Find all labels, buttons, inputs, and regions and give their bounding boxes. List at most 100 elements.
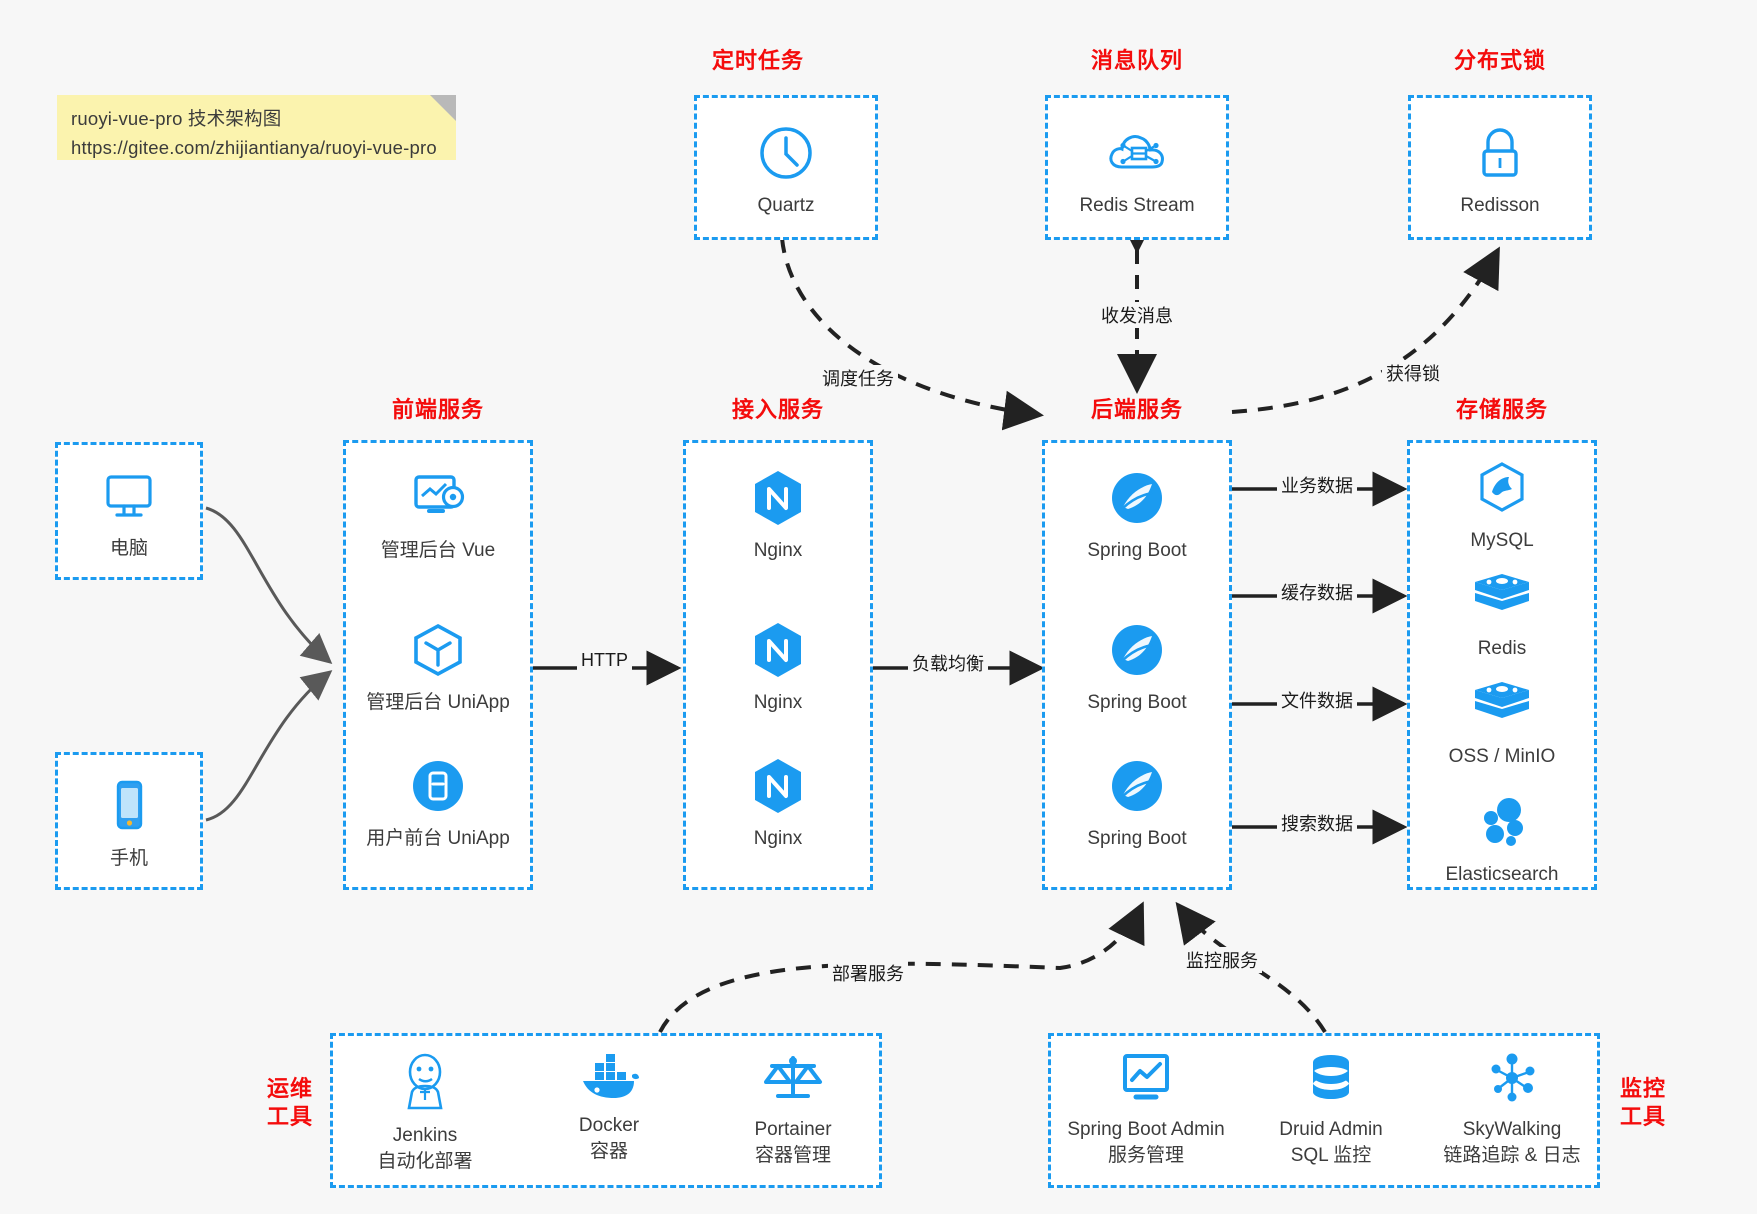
group-box-message-queue: Redis Stream (1045, 95, 1229, 240)
desktop-icon (58, 465, 200, 527)
node-label: 管理后台 Vue (380, 540, 496, 561)
nginx-icon (686, 755, 870, 817)
node-label: Nginx (753, 828, 803, 849)
group-box-backend: Spring Boot Spring Boot Spring Boot (1042, 440, 1232, 890)
node-desc: 服务管理 (1107, 1144, 1184, 1166)
node-label: 电脑 (109, 538, 148, 559)
spring-boot-icon (1045, 755, 1229, 817)
node-docker[interactable]: Docker 容器 (517, 1050, 701, 1164)
elasticsearch-icon (1410, 791, 1594, 853)
node-label: 手机 (109, 848, 148, 869)
edge-label-monitor-service: 监控服务 (1182, 947, 1262, 973)
database-icon (1241, 1050, 1421, 1111)
node-admin-uniapp[interactable]: 管理后台 UniApp (346, 619, 530, 715)
node-jenkins[interactable]: Jenkins 自动化部署 (333, 1050, 517, 1174)
node-elasticsearch[interactable]: Elasticsearch (1410, 791, 1594, 887)
node-nginx-1[interactable]: Nginx (686, 467, 870, 563)
cube-icon (346, 619, 530, 681)
group-box-storage: MySQL Redis (1407, 440, 1597, 890)
group-box-client-mobile: 手机 (55, 752, 203, 890)
node-desc: SQL 监控 (1290, 1144, 1372, 1166)
devops-caption-line1: 运维 (266, 1076, 313, 1101)
node-label: Quartz (757, 195, 815, 216)
note-fold-corner (430, 95, 456, 121)
node-skywalking[interactable]: SkyWalking 链路追踪 & 日志 (1421, 1050, 1603, 1168)
group-caption-backend: 后端服务 (1090, 397, 1183, 422)
node-druid-admin[interactable]: Druid Admin SQL 监控 (1241, 1050, 1421, 1168)
node-redis-stream[interactable]: Redis Stream (1048, 122, 1226, 218)
node-label: Nginx (753, 540, 803, 561)
node-desc: 容器 (589, 1140, 628, 1162)
node-desc: 容器管理 (754, 1144, 831, 1166)
node-name: SkyWalking (1462, 1119, 1562, 1140)
clock-icon (697, 122, 875, 184)
skywalking-icon (1421, 1050, 1603, 1111)
node-name: Docker (578, 1115, 640, 1136)
node-desc: 链路追踪 & 日志 (1443, 1144, 1581, 1166)
redis-icon (1410, 565, 1594, 627)
node-spring-boot-1[interactable]: Spring Boot (1045, 467, 1229, 563)
node-label: OSS / MinIO (1448, 746, 1556, 767)
node-nginx-2[interactable]: Nginx (686, 619, 870, 715)
edge-label-search-data: 搜索数据 (1277, 810, 1357, 836)
group-box-distributed-lock: Redisson (1408, 95, 1592, 240)
spring-boot-icon (1045, 619, 1229, 681)
node-spring-boot-2[interactable]: Spring Boot (1045, 619, 1229, 715)
node-admin-vue[interactable]: 管理后台 Vue (346, 467, 530, 563)
edge-label-send-receive-message: 收发消息 (1097, 302, 1177, 328)
group-box-devops: Jenkins 自动化部署 Docker 容器 (330, 1033, 882, 1188)
node-name: Druid Admin (1279, 1119, 1383, 1140)
node-redis[interactable]: Redis (1410, 565, 1594, 661)
node-label: Nginx (753, 692, 803, 713)
node-name: Spring Boot Admin (1067, 1119, 1225, 1140)
node-spring-boot-admin[interactable]: Spring Boot Admin 服务管理 (1051, 1050, 1241, 1168)
group-box-gateway: Nginx Nginx Nginx (683, 440, 873, 890)
docker-icon (517, 1050, 701, 1107)
node-label: Spring Boot (1087, 540, 1187, 561)
node-oss-minio[interactable]: OSS / MinIO (1410, 673, 1594, 769)
node-quartz[interactable]: Quartz (697, 122, 875, 218)
edge-label-load-balance: 负载均衡 (908, 650, 988, 676)
dashboard-icon (346, 467, 530, 529)
note-line-2: https://gitee.com/zhijiantianya/ruoyi-vu… (71, 136, 437, 158)
node-label: MySQL (1470, 530, 1534, 551)
node-label: Redisson (1460, 195, 1540, 216)
group-box-client-desktop: 电脑 (55, 442, 203, 580)
edge-label-deploy-service: 部署服务 (828, 960, 908, 986)
group-caption-distributed-lock: 分布式锁 (1453, 48, 1546, 73)
node-label: Spring Boot (1087, 828, 1187, 849)
node-desktop[interactable]: 电脑 (58, 465, 200, 561)
mobile-icon (58, 775, 200, 837)
node-label: 管理后台 UniApp (366, 692, 510, 713)
node-label: Redis Stream (1079, 195, 1195, 216)
group-box-scheduled-task: Quartz (694, 95, 878, 240)
node-label: Redis (1477, 638, 1527, 659)
nginx-icon (686, 619, 870, 681)
monitoring-caption-line2: 工具 (1619, 1104, 1666, 1130)
node-name: Portainer (754, 1119, 832, 1140)
app-window-icon (346, 755, 530, 817)
node-mysql[interactable]: MySQL (1410, 457, 1594, 553)
node-spring-boot-3[interactable]: Spring Boot (1045, 755, 1229, 851)
monitor-chart-icon (1051, 1050, 1241, 1111)
node-label: Elasticsearch (1445, 864, 1559, 885)
node-redisson[interactable]: Redisson (1411, 122, 1589, 218)
node-nginx-3[interactable]: Nginx (686, 755, 870, 851)
monitoring-caption-line1: 监控 (1619, 1076, 1666, 1101)
group-caption-devops: 运维 工具 (255, 1075, 325, 1131)
group-box-frontend: 管理后台 Vue 管理后台 UniApp 用户前台 UniApp (343, 440, 533, 890)
node-portainer[interactable]: Portainer 容器管理 (701, 1050, 885, 1168)
node-desc: 自动化部署 (377, 1150, 473, 1172)
node-name: Jenkins (392, 1125, 458, 1146)
edge-label-file-data: 文件数据 (1277, 687, 1357, 713)
title-note: ruoyi-vue-pro 技术架构图 https://gitee.com/zh… (57, 95, 456, 160)
jenkins-icon (333, 1050, 517, 1117)
edge-label-schedule-task: 调度任务 (818, 365, 898, 391)
scales-icon (701, 1050, 885, 1111)
group-caption-scheduled-task: 定时任务 (711, 48, 804, 73)
edge-label-business-data: 业务数据 (1277, 472, 1357, 498)
group-caption-monitoring: 监控 工具 (1608, 1075, 1678, 1131)
node-mobile[interactable]: 手机 (58, 775, 200, 871)
node-user-uniapp[interactable]: 用户前台 UniApp (346, 755, 530, 851)
group-caption-message-queue: 消息队列 (1090, 48, 1183, 73)
